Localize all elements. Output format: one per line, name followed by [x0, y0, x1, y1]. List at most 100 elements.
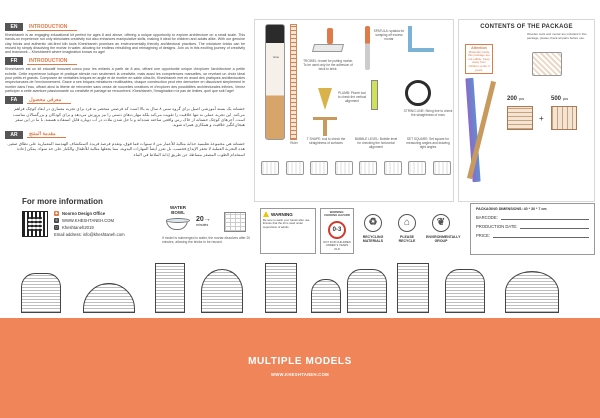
glue-tube-icon: Glue — [265, 24, 285, 140]
fa-header: FA معرفی محصول — [5, 96, 245, 105]
model-corner-arch — [445, 269, 485, 313]
dissolve-time: 20→ minutes — [196, 216, 211, 227]
contents-note: Wooden tools and mortar are included in … — [527, 32, 587, 40]
email-row[interactable]: Email address: info@kheshtaneh.com — [54, 231, 125, 238]
production-label: PRODUCTION DATE: — [476, 224, 518, 229]
warning-box: WARNING Be sure to wash your hands after… — [260, 208, 316, 254]
recycling-materials-badge: ♻ RECYCLING MATERIALS — [358, 208, 388, 258]
more-info-title: For more information — [22, 197, 103, 206]
contents-section: CONTENTS OF THE PACKAGE Attention Materi… — [458, 19, 595, 202]
age-restriction-icon: 0-3 — [328, 220, 346, 239]
qr-code-icon[interactable] — [22, 211, 48, 237]
models-strip — [15, 259, 595, 313]
package-info: PACKAGING DIMENSIONS: 40 * 30 * 7 cm BAR… — [470, 203, 595, 255]
fr-title: INTRODUCTION — [27, 58, 78, 65]
please-recycle-label: PLEASE RECYCLE — [398, 235, 416, 243]
ruler-caption: Ruler — [290, 141, 298, 145]
model-tower — [155, 263, 185, 313]
environment-label: ENVIRONMENTALLY GROUP — [426, 235, 461, 243]
water-bowl-label: WATER BOWL — [170, 205, 186, 215]
website-link[interactable]: WWW.KHESHTANEH.COM — [62, 218, 115, 223]
model-domed-building — [505, 271, 559, 313]
leaf-icon: ❦ — [432, 214, 450, 232]
model-tower-with-arches — [265, 263, 297, 313]
intro-section: EN INTRODUCTION Kheshtaneh is an engagin… — [5, 20, 245, 157]
please-recycle-badge: ⌂ PLEASE RECYCLE — [392, 208, 422, 258]
attention-title: Attention — [471, 46, 487, 50]
bin-icon: ⌂ — [398, 214, 416, 232]
ar-text: خشتانه هي مجموعة تعليمية جذابة مثالية لل… — [7, 140, 245, 157]
fr-tag: FR — [5, 57, 23, 66]
price-row: PRICE: — [476, 233, 589, 238]
step-icon — [334, 161, 353, 175]
plus-icon: + — [539, 114, 544, 123]
plumb-bob-icon — [318, 88, 332, 110]
office-row: ◆ Noorno Design Office — [54, 210, 125, 217]
ar-header: AR مقدمة المنتج — [5, 130, 245, 139]
level-caption: BUBBLE LEVEL: Bubble level for checking … — [354, 137, 398, 149]
fa-tag: FA — [5, 96, 23, 105]
footer-website[interactable]: WWW.KHESHTANEH.COM — [271, 372, 329, 377]
small-brick-count: 500 pcs — [551, 96, 568, 102]
email-address[interactable]: Email address: info@kheshtaneh.com — [54, 232, 125, 237]
package-dimensions: PACKAGING DIMENSIONS: 40 * 30 * 7 cm — [476, 207, 547, 211]
en-title: INTRODUCTION — [27, 24, 78, 31]
water-bowl-section: WATER BOWL 20→ minutes If model is subme… — [162, 203, 252, 255]
step-icon — [408, 161, 427, 175]
small-brick-count-unit: pcs — [562, 97, 569, 101]
step-icon — [359, 161, 378, 175]
instagram-row[interactable]: ◻ Kheshtaneh2019 — [54, 224, 125, 231]
plumb-caption: PLUMB: Plumb tool to check the vertical … — [337, 91, 367, 103]
model-iwan — [347, 269, 387, 313]
dissolve-time-unit: minutes — [196, 223, 209, 227]
footer-title: MULTIPLE MODELS — [248, 356, 352, 367]
more-info-section: For more information ◆ Noorno Design Off… — [22, 197, 162, 253]
website-row[interactable]: ◎ WWW.KHESHTANEH.COM — [54, 217, 125, 224]
mortar-bag-icon — [532, 52, 562, 76]
ar-title: مقدمة المنتج — [27, 131, 66, 139]
large-brick-count-value: 200 — [507, 96, 518, 102]
en-text: Kheshtaneh is an engaging educational ki… — [5, 33, 245, 55]
attention-box: Attention Materials inside this package … — [465, 44, 493, 74]
warning-title: WARNING — [271, 211, 293, 217]
water-bowl-icon — [166, 218, 190, 230]
spatula-caption: SPATULA: spatula for scraping off excess… — [373, 29, 405, 41]
square-caption: SET SQUARE: Set square for measuring ang… — [406, 137, 450, 149]
warning-triangle-icon — [263, 211, 269, 217]
model-vaulted-hall — [201, 269, 243, 313]
dissolve-time-value: 20 — [196, 216, 204, 223]
fr-header: FR INTRODUCTION — [5, 57, 245, 66]
model-arch-bridge — [83, 283, 135, 313]
instagram-icon: ◻ — [54, 225, 59, 230]
instagram-handle[interactable]: Kheshtaneh2019 — [62, 225, 94, 230]
fa-title: معرفی محصول — [27, 97, 72, 104]
office-icon: ◆ — [54, 211, 59, 216]
t-square-icon — [313, 117, 337, 137]
step-icon — [310, 161, 329, 175]
tools-section: Glue Ruler TROWEL: trowel for putting mo… — [254, 19, 454, 202]
ruler-icon — [290, 24, 297, 140]
small-brick-icon — [551, 106, 577, 130]
recycling-label: RECYCLING MATERIALS — [362, 235, 384, 243]
age-warning-title: WARNING: CHOKING HAZARD — [324, 210, 350, 218]
string-line-icon — [405, 80, 431, 106]
step-icon — [285, 161, 304, 175]
step-icon — [261, 161, 279, 175]
small-brick-count-value: 500 — [551, 96, 562, 102]
trowel-icon — [311, 28, 347, 58]
warning-text: Be sure to wash your hands after use. En… — [263, 218, 311, 229]
model-arch-gate — [21, 273, 61, 313]
model-stepped-tower — [397, 263, 429, 313]
age-warning-note: NOT FOR CHILDREN UNDER 3 YEARS OLD — [323, 239, 351, 251]
office-name: Noorno Design Office — [62, 211, 106, 216]
bubble-level-icon — [371, 80, 378, 110]
tshape-caption: T SHAPE: tool to check the straightness … — [306, 137, 346, 145]
warning-header: WARNING — [263, 211, 313, 217]
model-small-arch — [311, 279, 341, 313]
age-warning-box: WARNING: CHOKING HAZARD 0-3 NOT FOR CHIL… — [320, 208, 354, 254]
footer-band: MULTIPLE MODELS WWW.KHESHTANEH.COM — [0, 318, 600, 418]
warnings-row: WARNING Be sure to wash your hands after… — [260, 208, 465, 258]
attention-text: Materials inside this package are not ed… — [468, 49, 491, 72]
brick-cube-icon — [224, 212, 246, 232]
